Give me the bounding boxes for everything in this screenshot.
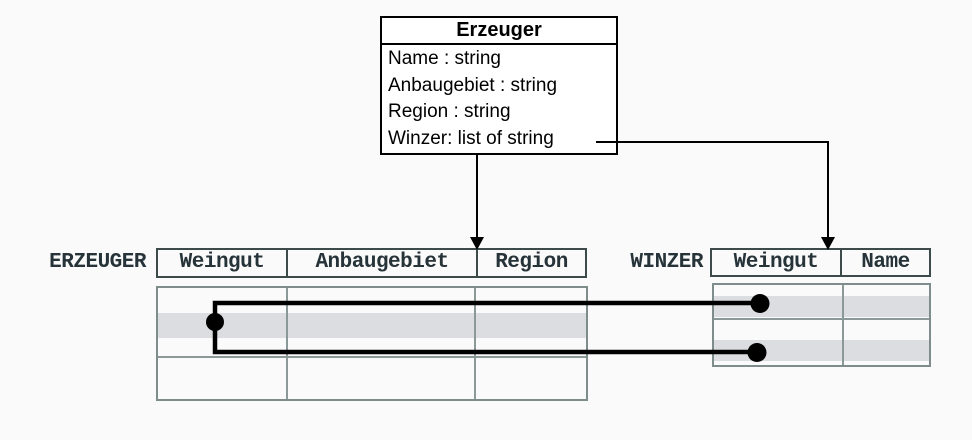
- erzeuger-column-header-anbaugebiet: Anbaugebiet: [286, 250, 476, 276]
- column-divider: [474, 288, 476, 399]
- column-divider: [286, 288, 288, 399]
- class-attribute-winzer: Winzer: list of string: [388, 127, 554, 149]
- class-attribute-list: Name : string Anbaugebiet : string Regio…: [382, 45, 616, 152]
- erzeuger-table-label: ERZEUGER: [49, 251, 146, 274]
- erzeuger-column-header-weingut: Weingut: [179, 251, 265, 274]
- erzeuger-column-header-region: Region: [476, 250, 585, 276]
- winzer-column-header-weingut: Weingut: [733, 251, 819, 274]
- winzer-table-label: WINZER: [630, 251, 703, 274]
- winzer-column-header-name: Name: [840, 250, 929, 275]
- winzer-highlighted-row-1: [714, 296, 929, 317]
- erzeuger-highlighted-row: [158, 313, 586, 338]
- class-attribute-name: Name : string: [388, 48, 501, 69]
- uml-class-box-erzeuger: Erzeuger Name : string Anbaugebiet : str…: [380, 16, 618, 155]
- winzer-attribute-to-winzer-arrow: [596, 141, 835, 250]
- class-attribute-region: Region : string: [388, 101, 511, 122]
- erzeuger-header-row: Weingut Anbaugebiet Region: [156, 248, 587, 278]
- row-divider: [714, 318, 929, 320]
- class-to-erzeuger-arrow: [470, 155, 484, 250]
- class-attribute-anbaugebiet: Anbaugebiet : string: [388, 74, 558, 96]
- winzer-body-table: [712, 283, 931, 367]
- column-divider: [842, 285, 844, 365]
- winzer-header-row: Weingut Name: [710, 248, 931, 277]
- row-divider: [158, 356, 586, 358]
- winzer-highlighted-row-2: [714, 340, 929, 361]
- class-title: Erzeuger: [382, 18, 616, 45]
- erzeuger-body-table: [156, 286, 588, 401]
